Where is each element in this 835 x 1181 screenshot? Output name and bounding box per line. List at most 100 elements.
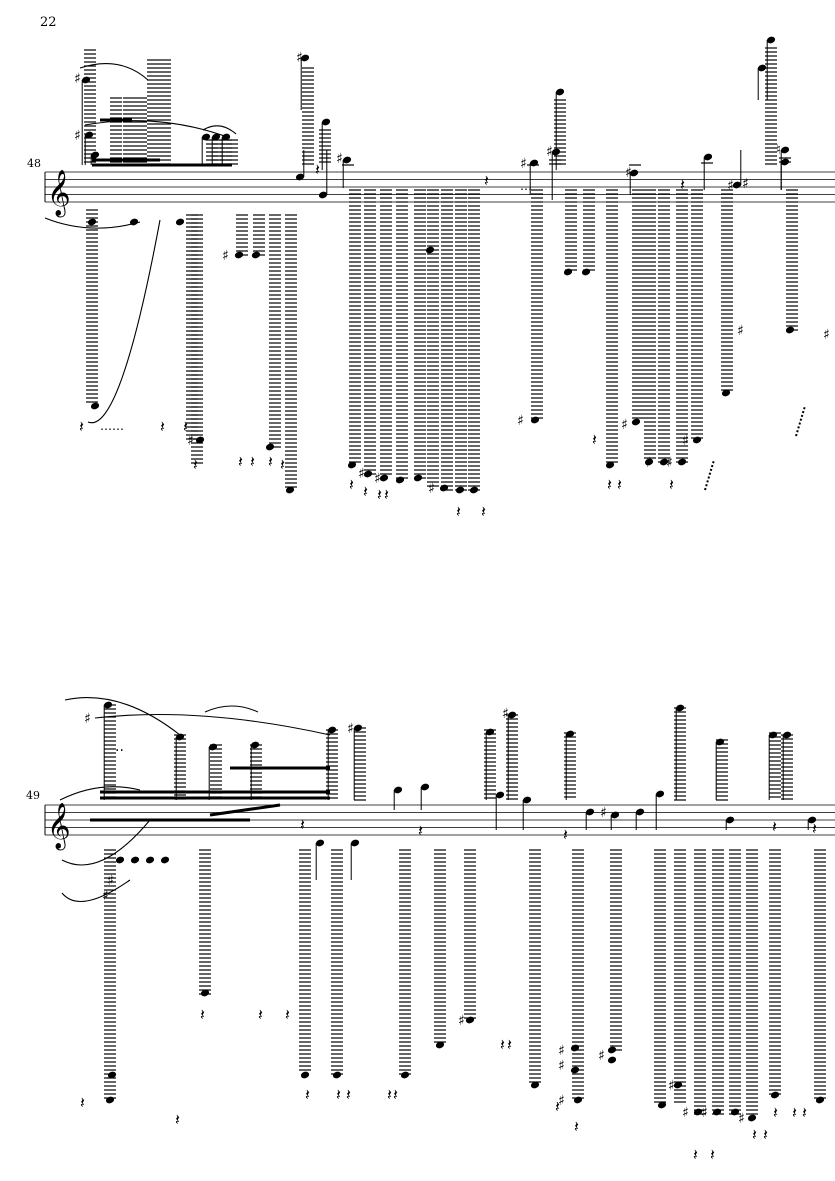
sharp-accidental: ♯ [374,471,381,487]
staff-system-2: 𝄞♯♯♯♯··♯♯♯♯♯♯♯♯♯♯♯𝄽𝄽𝄽𝄽𝄽𝄽𝄽𝄽𝄽𝄽𝄽𝄽𝄽𝄽𝄽𝄽𝄽𝄽𝄽𝄽𝄽𝄽… [44,697,835,1164]
quarter-rest: 𝄽 [693,1145,698,1164]
notehead [363,470,373,478]
sharp-accidental: ♯ [625,165,632,181]
notehead [721,389,731,397]
notehead [635,808,645,816]
notehead [730,1108,740,1116]
notehead [703,153,713,161]
sharp-accidental: ♯ [546,144,553,160]
notehead [725,816,735,824]
sharp-accidental: ♯ [296,50,303,66]
sharp-accidental: ♯ [742,176,749,192]
quarter-rest: 𝄽 [79,417,84,436]
sharp-accidental: ♯ [74,71,81,87]
notehead [495,791,505,799]
notehead [455,486,465,494]
sharp-accidental: ♯ [187,433,194,449]
quarter-rest: 𝄽 [456,502,461,521]
notehead [712,1108,722,1116]
sharp-accidental: ♯ [682,433,689,449]
quarter-rest: 𝄽 [484,171,489,190]
slur [61,819,151,866]
sharp-accidental: ♯ [558,1093,565,1109]
sharp-accidental: ♯ [701,1105,708,1121]
notehead [103,701,113,709]
page-number: 22 [40,15,57,30]
sharp-accidental: ♯ [520,156,527,172]
quarter-rest: 𝄽 [592,430,597,449]
notehead [393,786,403,794]
notehead [530,416,540,424]
notehead [115,856,125,864]
sharp-accidental: ♯ [645,455,652,471]
notehead [631,418,641,426]
notehead [675,704,685,712]
notehead [766,36,776,44]
notehead [201,133,211,141]
slur [204,705,259,713]
quarter-rest: 𝄽 [500,1035,505,1054]
notehead [610,811,620,819]
sharp-accidental: ♯ [682,1105,689,1121]
beam [209,803,281,817]
notehead [200,989,210,997]
notehead [265,443,275,451]
notehead [439,484,449,492]
staff-system-1: 𝄞♯♯♯♯♯♯♯♮♯♯♯♯♯♯♯♯♯♯♯♯♯♯𝄽𝄽𝄽𝄽𝄽𝄽𝄽𝄽𝄽𝄽𝄽𝄽𝄽𝄽𝄽𝄽𝄽… [44,36,835,521]
notehead [251,251,261,259]
notehead [90,402,100,410]
quarter-rest: 𝄽 [280,455,285,474]
notehead [321,118,331,126]
sharp-accidental: ♯ [347,721,354,737]
notehead [211,133,221,141]
quarter-rest: 𝄽 [387,1085,392,1104]
notehead [145,856,155,864]
tremolo-mark [795,405,806,437]
quarter-rest: 𝄽 [710,1145,715,1164]
quarter-rest: 𝄽 [346,1085,351,1104]
notehead [300,1071,310,1079]
notehead [644,458,654,466]
notehead [507,711,517,719]
quarter-rest: 𝄽 [300,815,305,834]
notehead [785,326,795,334]
quarter-rest: 𝄽 [393,1085,398,1104]
notehead [379,474,389,482]
sharp-accidental: ♯ [517,413,524,429]
quarter-rest: 𝄽 [812,819,817,838]
quarter-rest: 𝄽 [200,1005,205,1024]
quarter-rest: 𝄽 [574,1117,579,1136]
notehead [747,1114,757,1122]
quarter-rest: 𝄽 [268,452,273,471]
notehead [413,474,423,482]
quarter-rest: 𝄽 [175,1110,180,1129]
sharp-accidental: ♯ [668,1078,675,1094]
augmentation-dots: … [520,179,532,193]
notehead [732,181,742,189]
notehead [315,839,325,847]
quarter-rest: 𝄽 [349,475,354,494]
notehead [573,1096,583,1104]
notehead [195,436,205,444]
slur [61,879,131,903]
natural-accidental: ♮ [776,142,781,158]
notehead [90,151,100,159]
notehead [318,191,328,199]
sharp-accidental: ♯ [336,151,343,167]
notehead [768,731,778,739]
quarter-rest: 𝄽 [250,452,255,471]
notehead [234,251,244,259]
slur [59,786,141,801]
notehead [250,741,260,749]
notehead [555,88,565,96]
notehead [780,146,790,154]
notehead [522,796,532,804]
notehead [757,64,767,72]
notehead [105,1096,115,1104]
slur [79,63,149,81]
notehead [655,790,665,798]
quarter-rest: 𝄽 [418,821,423,840]
notehead [629,169,639,177]
augmentation-dots: ·· [115,743,124,759]
